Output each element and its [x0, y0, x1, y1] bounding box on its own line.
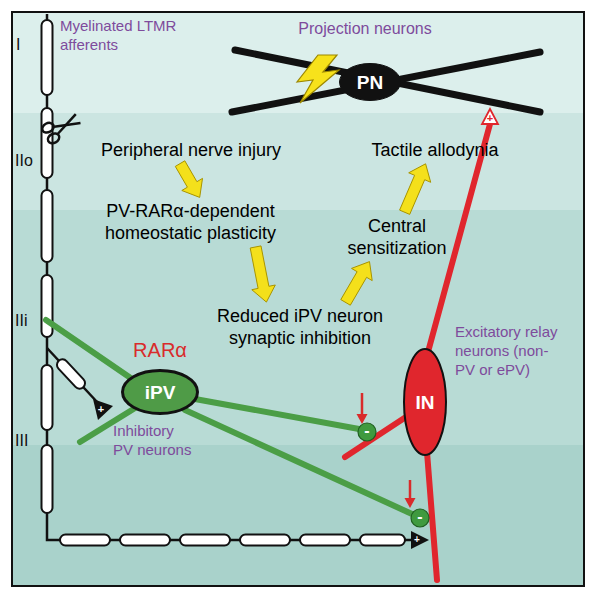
cell-type-label: Projection neurons [285, 19, 445, 39]
frame-border [12, 12, 584, 586]
lamina-label: IIi [15, 312, 43, 330]
lamina-band [12, 12, 584, 113]
process-step: PV-RARα-dependent homeostatic plasticity [83, 200, 298, 244]
inhibitory-synapse [358, 423, 376, 441]
myelin-sheaths [42, 20, 406, 546]
process-step: Peripheral nerve injury [66, 139, 316, 161]
reduction-arrow [361, 393, 364, 416]
lamina-band [12, 210, 584, 445]
myelin-segment [180, 535, 230, 546]
flow-arrow [400, 164, 431, 215]
lamina-band [12, 445, 584, 586]
reduction-arrowhead [405, 498, 416, 508]
myelin-segment [240, 535, 290, 546]
myelin-segment [60, 535, 110, 546]
flow-arrow [341, 262, 372, 306]
myelin-segment [42, 190, 53, 262]
scissors-blade [54, 115, 80, 135]
cell-type-label: Excitatory relay neurons (non-PV or ePV) [455, 322, 567, 379]
ipv-dendrite [46, 320, 135, 381]
pn-dendrite [232, 52, 540, 112]
inhibitory-synapse [411, 509, 429, 527]
afferent-branch [47, 348, 98, 403]
cell-body [404, 349, 446, 455]
synapse-sign: + [480, 110, 500, 126]
synapse-sign: + [91, 401, 111, 417]
lamina-label: IIo [15, 152, 43, 170]
myelin-segment [42, 365, 53, 430]
lamina-band [12, 113, 584, 210]
excitatory-synapse [411, 531, 429, 549]
relay-dendrite [345, 413, 412, 457]
projection-neuron: Projection neuronsPN [339, 63, 401, 101]
synapse-sign: - [410, 509, 430, 525]
scissors-icon [41, 109, 84, 145]
process-step: Reduced iPV neuron synaptic inhibition [190, 305, 410, 349]
inhibitory-neuron: RARαiPVInhibitory PV neurons [121, 369, 199, 415]
step-text: Reduced iPV neuron synaptic inhibition [190, 305, 410, 349]
lamina-label: III [15, 432, 43, 450]
process-step: Tactile allodynia [353, 139, 517, 161]
neuron-label: IN [416, 392, 435, 413]
synapse-sign: + [407, 532, 427, 548]
ipv-axon [185, 410, 412, 514]
scissors-blade [54, 114, 80, 134]
myelin-segment [42, 20, 53, 95]
cell-type-label: Inhibitory PV neurons [113, 421, 193, 459]
cell-body [340, 64, 401, 101]
myelin-segment [42, 445, 53, 513]
myelin-segment [300, 535, 350, 546]
process-step: Central sensitization [332, 215, 462, 259]
ipv-processes [46, 320, 412, 514]
neuron-label: iPV [145, 382, 176, 403]
excitatory-neuron: INExcitatory relay neurons (non-PV or eP… [403, 348, 447, 456]
step-text: Peripheral nerve injury [66, 139, 316, 161]
lamina-label: I [16, 36, 42, 54]
reduction-arrow [409, 480, 412, 500]
step-text: PV-RARα-dependent homeostatic plasticity [83, 200, 298, 244]
step-text: Tactile allodynia [353, 139, 517, 161]
lightning-bolt [297, 55, 339, 103]
step-text: Central sensitization [332, 215, 462, 259]
receptor-label: RARα [110, 339, 210, 361]
synapse-sign: - [357, 423, 377, 439]
myelin-segment [360, 535, 405, 546]
flow-arrow [175, 161, 202, 198]
cell-body [123, 371, 198, 414]
flow-arrow [250, 246, 275, 302]
myelin-segment [120, 535, 170, 546]
afferent-axon [47, 14, 420, 540]
myelin-segment [55, 357, 88, 391]
neuron-label: PN [357, 72, 383, 93]
myelin-segment [42, 275, 53, 337]
fiber-label: Myelinated LTMR afferents [60, 16, 178, 54]
